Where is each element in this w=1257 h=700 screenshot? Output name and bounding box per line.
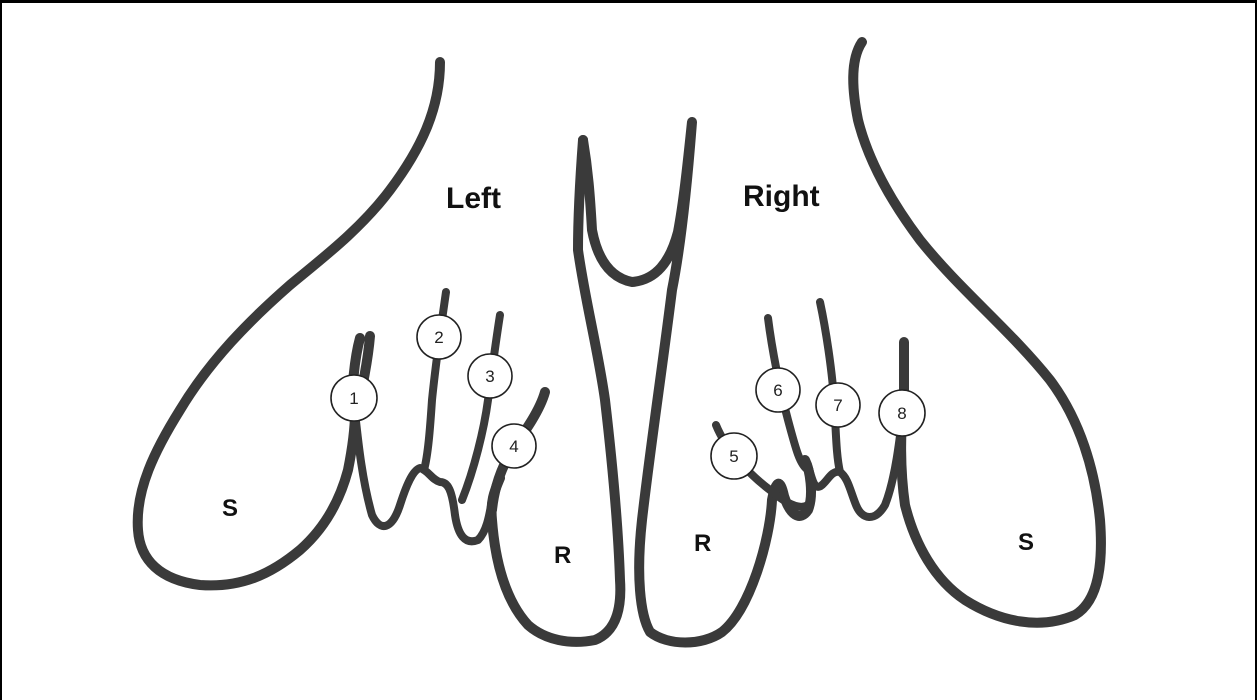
marker-5-label: 5 <box>729 447 738 466</box>
left-stalk-3 <box>462 315 500 500</box>
marker-2-label: 2 <box>434 328 443 347</box>
marker-1: 1 <box>331 375 377 421</box>
right-r-label: R <box>694 530 711 557</box>
right-lobe-outline <box>853 42 1101 623</box>
left-lobe-outline <box>138 62 440 585</box>
marker-3: 3 <box>468 354 512 398</box>
marker-8-label: 8 <box>897 404 906 423</box>
marker-4-label: 4 <box>509 437 518 456</box>
marker-2: 2 <box>417 315 461 359</box>
marker-4: 4 <box>492 424 536 468</box>
marker-1-label: 1 <box>349 389 358 408</box>
left-s-label: S <box>222 495 238 522</box>
marker-6-label: 6 <box>773 381 782 400</box>
right-s-label: S <box>1018 529 1034 556</box>
marker-8: 8 <box>879 390 925 436</box>
marker-5: 5 <box>711 433 757 479</box>
left-r-label: R <box>554 542 571 569</box>
marker-3-label: 3 <box>485 367 494 386</box>
marker-6: 6 <box>756 368 800 412</box>
right-side-label: Right <box>743 180 820 213</box>
marker-7: 7 <box>816 383 860 427</box>
left-side-label: Left <box>446 182 501 215</box>
marker-7-label: 7 <box>833 396 842 415</box>
